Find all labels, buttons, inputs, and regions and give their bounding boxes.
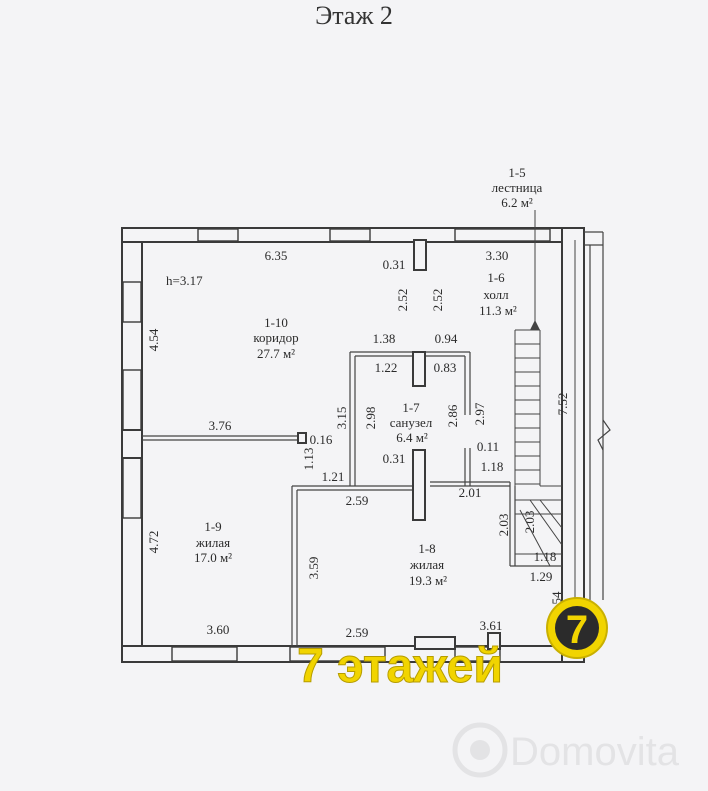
domovita-text: Domovita — [510, 730, 680, 774]
room-bath-area: 6.4 м² — [396, 430, 428, 445]
dim-label: 2.59 — [346, 493, 369, 508]
dim-label: 1.38 — [373, 331, 396, 346]
dim-label: 1.13 — [301, 448, 316, 471]
brand-text: 7 этажей — [297, 640, 503, 693]
dim-label: 4.54 — [146, 328, 161, 351]
dim-label: 3.15 — [334, 407, 349, 430]
room-stair-area: 6.2 м² — [501, 195, 533, 210]
dim-label: 54 — [549, 591, 564, 605]
room-corridor-id: 1-10 — [264, 315, 288, 330]
room-stair-id: 1-5 — [508, 165, 525, 180]
dim-label: 3.59 — [306, 557, 321, 580]
room-living9-name: жилая — [195, 535, 230, 550]
room-living8-area: 19.3 м² — [409, 573, 447, 588]
window-left-3 — [122, 457, 142, 519]
room-hall-name: холл — [483, 287, 509, 302]
dim-label: 0.94 — [435, 331, 458, 346]
staircase — [514, 210, 576, 620]
portal-watermark: Domovita — [452, 722, 680, 778]
column-bottom — [487, 632, 501, 650]
interior-walls — [142, 239, 562, 646]
dim-label: 2.98 — [363, 407, 378, 430]
window-top-1 — [197, 228, 239, 242]
windows — [121, 228, 551, 662]
brand-logo-inner — [555, 606, 599, 650]
brand-watermark: 7 этажей 7 — [297, 597, 608, 694]
room-stair-name: лестница — [492, 180, 543, 195]
dim-label: 1.18 — [481, 459, 504, 474]
plan-title: Этаж 2 — [315, 1, 393, 30]
window-bottom-3 — [454, 646, 501, 662]
room-living8-id: 1-8 — [418, 541, 435, 556]
dim-label: 0.83 — [434, 360, 457, 375]
window-top-2 — [329, 228, 371, 242]
dim-label: 6.35 — [265, 248, 288, 263]
window-bottom-1 — [171, 646, 238, 662]
domovita-logo-icon — [452, 722, 508, 778]
dim-label: 1.29 — [530, 569, 553, 584]
dim-label: 1.18 — [534, 549, 557, 564]
dim-label: 4.72 — [146, 531, 161, 554]
dim-label: 2.03 — [522, 511, 537, 534]
room-hall-id: 1-6 — [487, 270, 505, 285]
dim-label: 1.21 — [322, 469, 345, 484]
outer-walls — [121, 227, 611, 663]
dimension-labels: 6.35 3.30 0.31 2.52 2.52 4.54 1.38 0.94 … — [146, 248, 570, 640]
window-left-1 — [122, 281, 142, 323]
room-living9-id: 1-9 — [204, 519, 221, 534]
room-labels: 1-5 лестница 6.2 м² 1-6 холл 11.3 м² 1-1… — [166, 165, 543, 588]
column-left — [121, 429, 143, 459]
dim-label: 3.76 — [209, 418, 232, 433]
dim-label: 2.59 — [346, 625, 369, 640]
room-bath-id: 1-7 — [402, 400, 420, 415]
dim-label: 2.52 — [395, 289, 410, 312]
room-corridor-area: 27.7 м² — [257, 346, 295, 361]
dim-label: 3.30 — [486, 248, 509, 263]
dim-label: 0.31 — [383, 257, 406, 272]
wall-stub-top — [413, 239, 427, 271]
dim-label: 0.31 — [383, 451, 406, 466]
dim-label: 2.03 — [496, 514, 511, 537]
dim-label: 1.22 — [375, 360, 398, 375]
ceiling-height: h=3.17 — [166, 273, 203, 288]
bath-partition-bottom — [412, 449, 426, 521]
dim-label: 0.16 — [310, 432, 333, 447]
dim-label: 2.86 — [445, 404, 460, 427]
window-bottom-2 — [289, 646, 386, 662]
vent-bottom — [414, 636, 456, 650]
room-living8-name: жилая — [409, 557, 444, 572]
dim-label: 2.52 — [430, 289, 445, 312]
dim-label: 2.01 — [459, 485, 482, 500]
room-bath-name: санузел — [390, 415, 433, 430]
dim-label: 3.60 — [207, 622, 230, 637]
window-left-2 — [122, 369, 142, 431]
room-corridor-name: коридор — [253, 330, 298, 345]
dim-label: 3.61 — [480, 618, 503, 633]
room-hall-area: 11.3 м² — [479, 303, 517, 318]
bath-partition-top — [412, 351, 426, 387]
dim-label: 2.97 — [472, 402, 487, 425]
dim-label: 0.11 — [477, 439, 499, 454]
dim-label: 7.52 — [555, 393, 570, 416]
brand-logo-digit: 7 — [566, 608, 588, 652]
room-living9-area: 17.0 м² — [194, 550, 232, 565]
window-top-3 — [454, 228, 551, 242]
right-wall — [561, 227, 585, 663]
